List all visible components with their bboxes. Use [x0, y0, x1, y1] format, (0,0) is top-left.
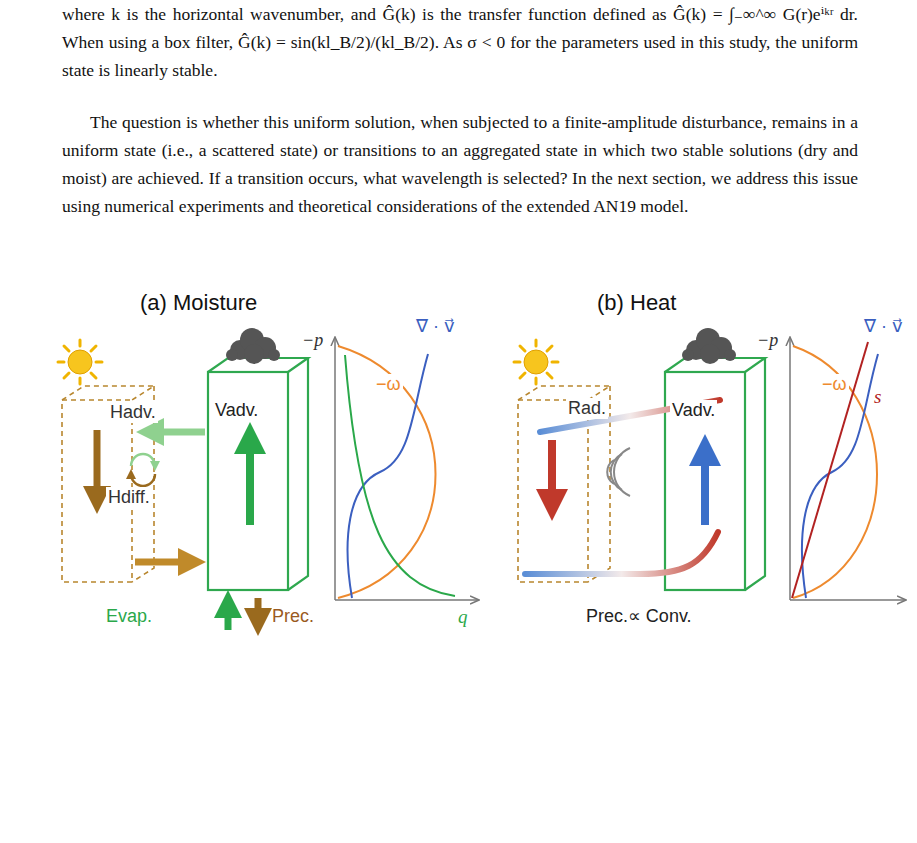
curve-label: s [874, 386, 881, 408]
curve-label: q [458, 606, 468, 628]
process-label: Prec.∝ Conv. [586, 606, 692, 627]
panel-title: (a) Moisture [140, 290, 257, 315]
axis-label: −p [757, 330, 778, 351]
body-paragraph: where k is the horizontal wavenumber, an… [62, 0, 858, 84]
process-label: Rad. [566, 398, 608, 419]
process-label: Prec. [272, 606, 314, 627]
process-label: Vadv. [213, 400, 260, 421]
panel-title: (b) Heat [597, 290, 676, 315]
curve-label: −ω [820, 374, 849, 395]
process-label: Evap. [106, 606, 152, 627]
curve-label: −ω [374, 374, 403, 395]
curve-label: ∇ · v⃗ [862, 316, 905, 337]
curve-label: ∇ · v⃗ [414, 316, 457, 337]
body-paragraph: The question is whether this uniform sol… [62, 108, 858, 220]
axis-label: −p [302, 330, 323, 351]
process-label: Hadv. [108, 402, 158, 423]
process-label: Hdiff. [106, 487, 152, 508]
process-label: Vadv. [670, 400, 717, 421]
